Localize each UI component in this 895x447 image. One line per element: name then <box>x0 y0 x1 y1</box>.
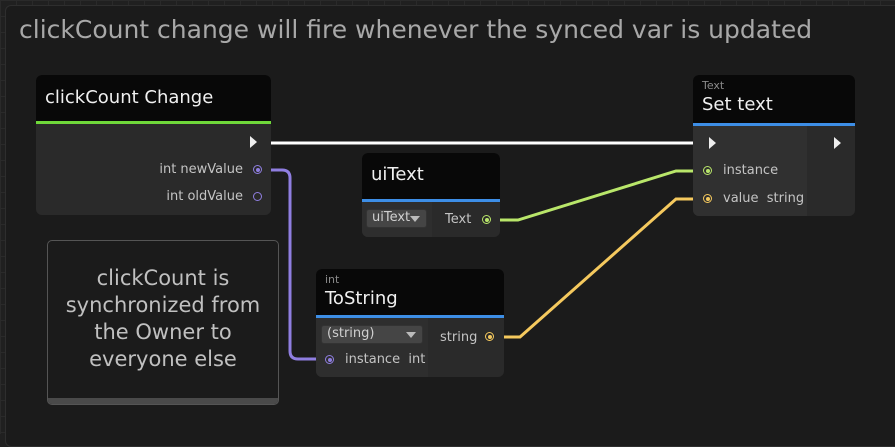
overload-dropdown[interactable]: (string) <box>321 325 423 344</box>
output-label-oldvalue: int oldValue <box>166 189 243 204</box>
port-text-icon[interactable] <box>482 215 491 224</box>
port-value-icon[interactable] <box>703 194 712 203</box>
exec-in-arrow-icon[interactable] <box>709 137 716 149</box>
node-title: clickCount Change <box>45 87 214 108</box>
comment-text: clickCount is synchronized from the Owne… <box>65 266 261 371</box>
node-accent-line <box>36 121 271 124</box>
method-node-tostring[interactable]: int ToString (string) instance int strin… <box>316 269 504 377</box>
port-newvalue-icon[interactable] <box>253 165 262 174</box>
variable-dropdown[interactable]: uiText <box>366 209 427 228</box>
chevron-down-icon <box>410 216 420 222</box>
node-title: ToString <box>325 288 398 309</box>
output-label-string: string <box>440 330 478 345</box>
comment-box[interactable]: clickCount is synchronized from the Owne… <box>47 240 279 405</box>
node-title: Set text <box>702 94 773 115</box>
input-label-value: value string <box>723 191 805 206</box>
text-wire <box>490 169 705 222</box>
node-title: uiText <box>371 164 424 185</box>
comment-resize-bar[interactable] <box>48 398 278 404</box>
chevron-down-icon <box>406 332 416 338</box>
output-label-text: Text <box>445 212 472 227</box>
port-instance-icon[interactable] <box>703 166 712 175</box>
output-label-newvalue: int newValue <box>159 162 243 177</box>
dropdown-value: uiText <box>372 210 411 225</box>
wires <box>262 141 705 361</box>
dropdown-value: (string) <box>327 326 375 341</box>
string-wire <box>494 197 705 339</box>
group-title[interactable]: clickCount change will fire whenever the… <box>19 15 813 44</box>
event-node-clickcount-change[interactable]: clickCount Change int newValue int oldVa… <box>36 75 271 215</box>
node-subtitle: Text <box>702 79 725 92</box>
node-accent-line <box>316 315 504 318</box>
port-string-out-icon[interactable] <box>485 332 494 341</box>
port-oldvalue-icon[interactable] <box>253 192 262 201</box>
int-wire <box>262 168 326 361</box>
node-subtitle: int <box>325 273 340 286</box>
input-label-instance: instance int <box>345 352 426 367</box>
node-accent-line <box>693 123 855 126</box>
input-label-instance: instance <box>723 163 779 178</box>
exec-out-arrow-icon[interactable] <box>250 136 257 148</box>
method-node-set-text[interactable]: Text Set text instance value string <box>693 75 855 216</box>
node-accent-line <box>362 199 500 202</box>
variable-node-uitext[interactable]: uiText uiText Text <box>362 153 500 237</box>
port-instance-icon[interactable] <box>325 355 334 364</box>
exec-out-arrow-icon[interactable] <box>834 137 841 149</box>
